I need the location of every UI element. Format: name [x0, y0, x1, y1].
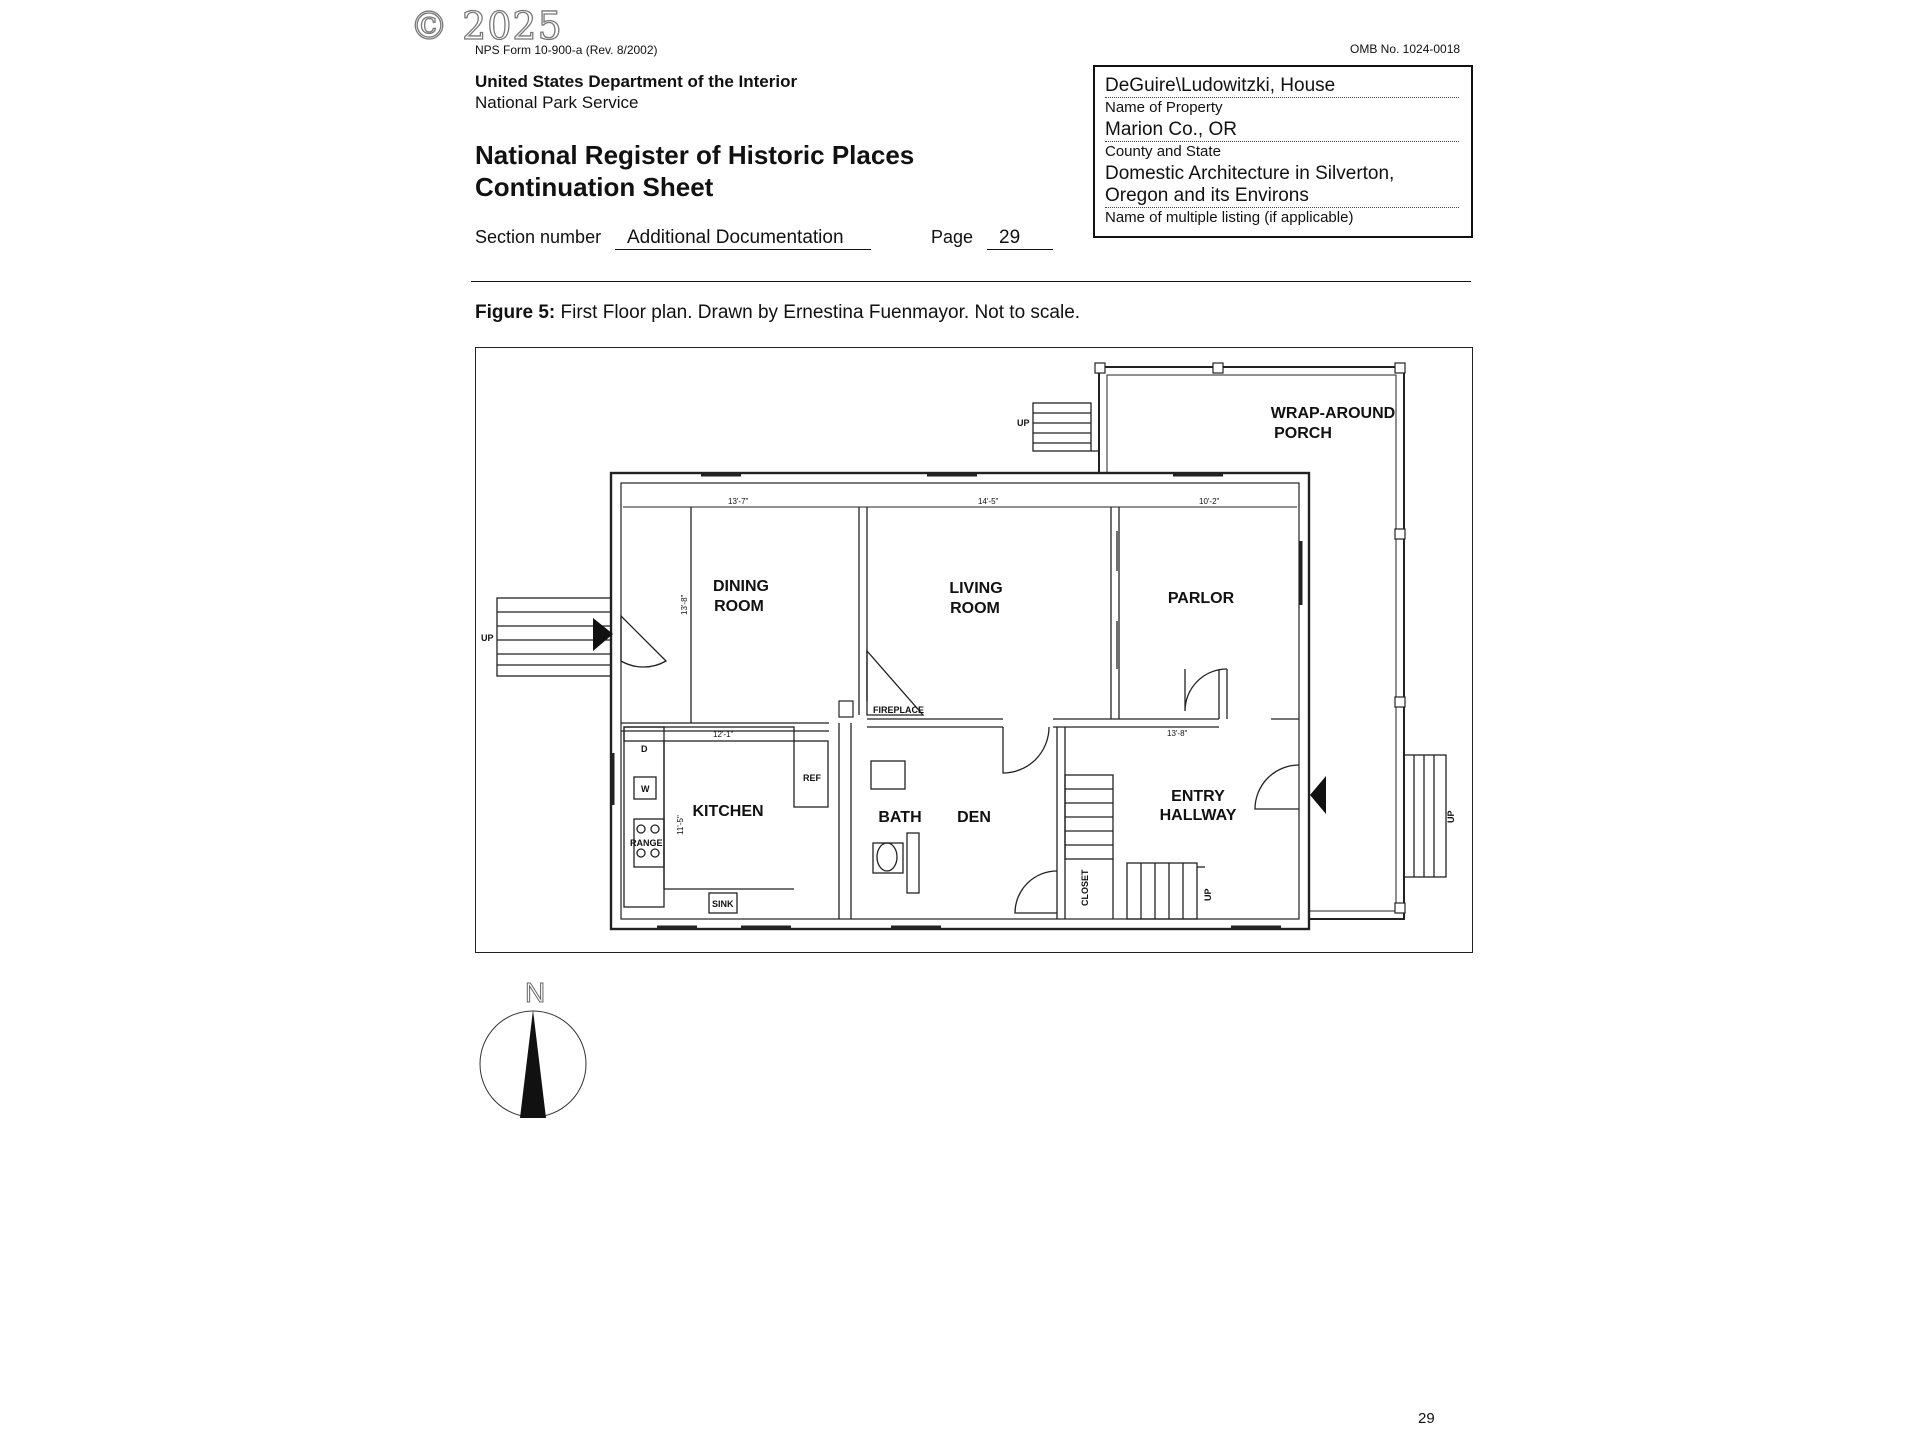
page-value: 29 [987, 227, 1053, 250]
washer-label: W [641, 784, 650, 794]
property-info-box: DeGuire\Ludowitzki, House Name of Proper… [1093, 65, 1473, 238]
floor-plan-drawing: DINING ROOM LIVING ROOM PARLOR KITCHEN B… [481, 362, 1456, 931]
kitchen-depth-dimension: 11'-5" [676, 815, 685, 835]
property-name-label: Name of Property [1105, 99, 1223, 116]
range-label: RANGE [630, 838, 663, 848]
section-number-label: Section number [475, 227, 602, 247]
west-stairs-up-label: UP [481, 633, 494, 643]
den-label: DEN [957, 809, 991, 826]
north-arrow-pointer [520, 1010, 546, 1118]
dining-room-label-2: ROOM [714, 598, 764, 615]
property-name-value: DeGuire\Ludowitzki, House [1105, 75, 1459, 98]
agency-name: National Park Service [475, 93, 639, 112]
header-divider [471, 281, 1471, 282]
closet-label: CLOSET [1080, 869, 1090, 906]
porch-label: WRAP-AROUND [1271, 405, 1395, 422]
kitchen-width-dimension: 12'-1" [713, 730, 734, 739]
figure-caption-text: First Floor plan. Drawn by Ernestina Fue… [555, 302, 1081, 323]
north-letter: N [525, 977, 545, 1008]
entry-stairs-up-label: UP [1203, 888, 1213, 901]
entry-hallway-label: ENTRY [1171, 788, 1225, 805]
form-id: NPS Form 10-900-a (Rev. 8/2002) [475, 43, 658, 57]
dining-room-label: DINING [713, 578, 769, 595]
porch-stairs-up-label: UP [1017, 418, 1030, 428]
county-state-label: County and State [1105, 143, 1221, 160]
refrigerator-label: REF [803, 773, 822, 783]
figure-caption-label: Figure 5: [475, 302, 556, 323]
entry-hallway-label-2: HALLWAY [1160, 807, 1237, 824]
document-subtitle: Continuation Sheet [475, 172, 714, 202]
copyright-watermark: © 2025 [409, 3, 563, 48]
document-title: National Register of Historic Places [475, 140, 915, 170]
kitchen-label: KITCHEN [692, 803, 763, 820]
section-number-value: Additional Documentation [615, 227, 871, 250]
living-room-label-2: ROOM [950, 600, 1000, 617]
entry-width-dimension: 13'-8" [1167, 729, 1188, 738]
living-room-label: LIVING [949, 580, 1002, 597]
north-arrow: N [479, 977, 587, 1118]
department-name: United States Department of the Interior [475, 72, 798, 91]
parlor-width-dimension: 10'-2" [1199, 497, 1220, 506]
sink-label: SINK [712, 899, 734, 909]
listing-value-line1: Domestic Architecture in Silverton, [1105, 163, 1395, 184]
dining-depth-dimension: 13'-8" [680, 594, 689, 615]
omb-number: OMB No. 1024-0018 [1350, 42, 1461, 56]
footer-page-number: 29 [1418, 1410, 1435, 1427]
fireplace-label: FIREPLACE [873, 705, 924, 715]
bath-label: BATH [878, 809, 921, 826]
figure-caption: Figure 5: First Floor plan. Drawn by Ern… [475, 302, 1080, 324]
county-state-value: Marion Co., OR [1105, 119, 1459, 142]
porch-label-2: PORCH [1274, 425, 1332, 442]
parlor-label: PARLOR [1168, 590, 1235, 607]
dining-width-dimension: 13'-7" [728, 497, 749, 506]
page-label: Page [931, 227, 974, 247]
listing-value-line2: Oregon and its Environs [1105, 185, 1459, 208]
floor-plan: DINING ROOM LIVING ROOM PARLOR KITCHEN B… [475, 347, 1473, 953]
living-width-dimension: 14'-5" [978, 497, 999, 506]
listing-label: Name of multiple listing (if applicable) [1105, 209, 1354, 226]
dryer-label: D [641, 744, 648, 754]
east-stairs-up-label: UP [1446, 810, 1456, 823]
